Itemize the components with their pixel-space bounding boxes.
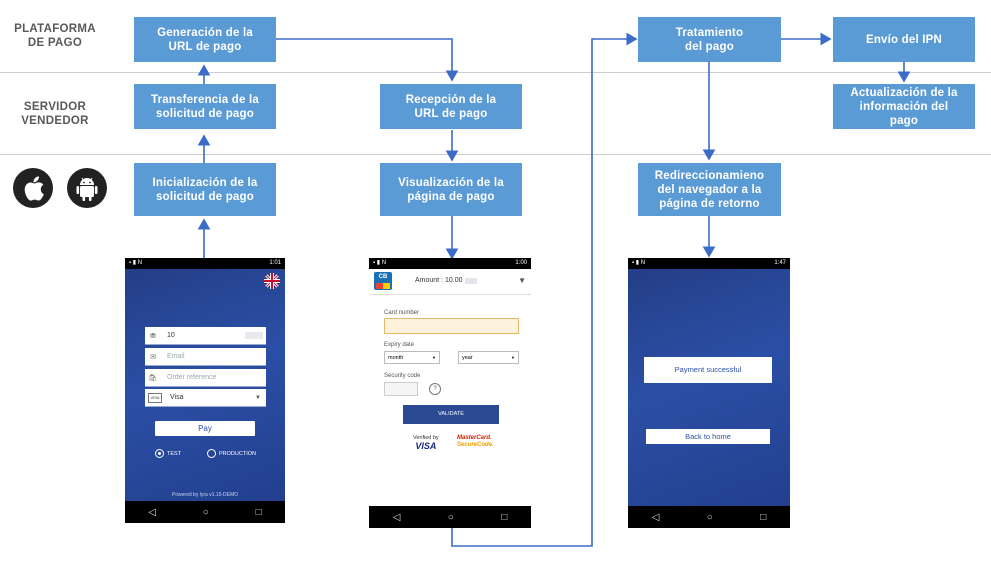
phone3-screen: Payment successful Back to home <box>628 269 790 506</box>
status-bar: ▪ ▮ N 1:47 <box>628 258 790 269</box>
uk-flag-icon[interactable] <box>264 273 280 289</box>
box-envio-ipn: Envío del IPN <box>833 17 975 62</box>
status-time: 1:00 <box>515 260 527 266</box>
radio-checked-icon <box>155 449 164 458</box>
lane-divider-top <box>0 72 991 73</box>
collapse-arrow-icon[interactable]: ▼ <box>518 276 526 285</box>
home-nav-icon[interactable]: ○ <box>447 511 454 523</box>
arrow-generation-to-reception <box>276 38 459 82</box>
back-nav-icon[interactable]: ◁ <box>148 506 157 518</box>
box-inicializacion-solicitud: Inicialización de la solicitud de pago <box>134 163 276 216</box>
recents-nav-icon[interactable]: □ <box>760 511 767 523</box>
box-actualizacion-informacion: Actualización de la información del pago <box>833 84 975 129</box>
card-number-label: Card number <box>384 310 420 316</box>
payment-status-panel: Payment successful <box>644 357 772 383</box>
nav-bar: ◁ ○ □ <box>369 506 531 528</box>
bag-icon: 🛍 <box>148 374 158 382</box>
lane-label-platform: PLATAFORMA DE PAGO <box>14 23 96 49</box>
mastercard-securecode-logo: MasterCard. SecureCode. <box>457 435 494 448</box>
order-placeholder: Order reference <box>167 374 217 381</box>
security-code-input[interactable] <box>384 382 418 396</box>
lane-label-merchant: SERVIDOR VENDEDOR <box>21 101 89 127</box>
arrow-phone-to-processing <box>451 32 638 547</box>
status-bar: ▪ ▮ N 1:00 <box>369 258 531 269</box>
order-reference-field[interactable]: 🛍 Order reference <box>145 369 266 387</box>
pay-button[interactable]: Pay <box>155 421 255 436</box>
email-field[interactable]: ✉ Email <box>145 348 266 366</box>
phone-payment-request: ▪ ▮ N 1:01 ⛃ 10 ✉ Email 🛍 Order referenc… <box>125 258 285 523</box>
security-code-label: Security code <box>384 373 421 379</box>
phone2-screen: CB Amount : 10.00 ▼ Card number Expiry d… <box>369 269 531 506</box>
box-generacion-url: Generación de la URL de pago <box>134 17 276 62</box>
box-tratamiento-pago: Tratamiento del pago <box>638 17 781 62</box>
status-bar: ▪ ▮ N 1:01 <box>125 258 285 269</box>
email-placeholder: Email <box>167 353 185 360</box>
envelope-icon: ✉ <box>150 353 156 361</box>
year-select[interactable]: year▼ <box>458 351 519 364</box>
back-nav-icon[interactable]: ◁ <box>651 511 660 523</box>
dropdown-arrow-icon: ▼ <box>255 394 261 401</box>
phone1-screen: ⛃ 10 ✉ Email 🛍 Order reference VISA Visa… <box>125 269 285 501</box>
card-number-input[interactable] <box>384 318 519 334</box>
card-type-select[interactable]: VISA Visa ▼ <box>145 389 266 407</box>
verified-by-visa-logo: Verified by VISA <box>413 435 439 451</box>
mode-production-label: PRODUCTION <box>219 450 256 457</box>
mode-test-label: TEST <box>167 450 182 457</box>
android-icon <box>67 168 107 208</box>
month-select[interactable]: month▼ <box>384 351 440 364</box>
recents-nav-icon[interactable]: □ <box>501 511 508 523</box>
coins-icon: ⛃ <box>150 332 156 340</box>
back-nav-icon[interactable]: ◁ <box>392 511 401 523</box>
phone-return-page: ▪ ▮ N 1:47 Payment successful Back to ho… <box>628 258 790 528</box>
box-transferencia-solicitud: Transferencia de la solicitud de pago <box>134 84 276 129</box>
powered-by-footer: Powered by lyra v1.15-DEMO <box>171 492 239 498</box>
back-to-home-button[interactable]: Back to home <box>646 429 770 444</box>
radio-unchecked-icon <box>207 449 216 458</box>
home-nav-icon[interactable]: ○ <box>706 511 713 523</box>
mode-test-radio[interactable]: TEST <box>155 449 181 458</box>
recents-nav-icon[interactable]: □ <box>255 506 262 518</box>
nav-bar: ◁ ○ □ <box>125 501 285 523</box>
box-redireccionamiento: Redireccionamieno del navegador a la pág… <box>638 163 781 216</box>
home-nav-icon[interactable]: ○ <box>202 506 209 518</box>
nav-bar: ◁ ○ □ <box>628 506 790 528</box>
expiry-date-label: Expiry date <box>384 342 415 348</box>
help-icon[interactable]: ? <box>429 383 441 395</box>
card-type-value: Visa <box>170 394 184 401</box>
visa-card-icon: VISA <box>148 392 162 403</box>
status-time: 1:01 <box>269 260 281 266</box>
box-recepcion-url: Recepción de la URL de pago <box>380 84 522 129</box>
amount-header: Amount : 10.00 <box>415 277 478 284</box>
amount-field[interactable]: ⛃ 10 <box>145 327 266 345</box>
phone-payment-page: ▪ ▮ N 1:00 CB Amount : 10.00 ▼ Card numb… <box>369 258 531 528</box>
status-time: 1:47 <box>774 260 786 266</box>
cb-card-logo: CB <box>374 272 392 290</box>
box-visualizacion-pagina: Visualización de la página de pago <box>380 163 522 216</box>
mode-production-radio[interactable]: PRODUCTION <box>207 449 256 458</box>
amount-value: 10 <box>167 332 175 339</box>
apple-icon <box>13 168 53 208</box>
lane-divider-bottom <box>0 154 991 155</box>
validate-button[interactable]: VALIDATE <box>403 405 499 424</box>
